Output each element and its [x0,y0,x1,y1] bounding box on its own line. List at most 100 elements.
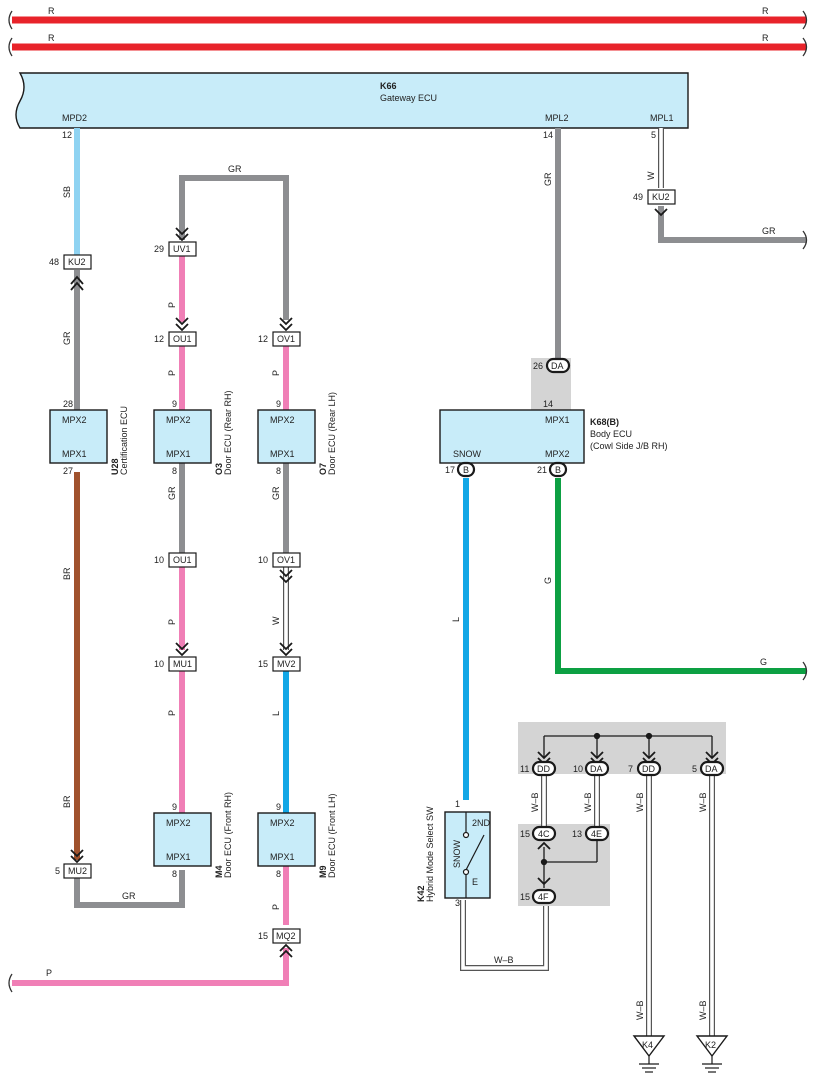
svg-text:DD: DD [642,764,655,774]
svg-text:KU2: KU2 [652,192,670,202]
wire-label: W [271,616,281,625]
svg-text:15: 15 [520,829,530,839]
connector-da: DA 5 [692,751,725,777]
power-line-r-1: R R [8,6,808,30]
connector-4f: 4F 15 [520,877,557,905]
svg-text:O3: O3 [214,463,224,475]
wire-p [12,948,289,986]
svg-text:M9: M9 [318,865,328,878]
ecu-name: Gateway ECU [380,93,437,103]
svg-text:B: B [555,465,561,475]
connector-dd: DD 11 [520,751,557,777]
svg-text:KU2: KU2 [68,257,86,267]
svg-text:5: 5 [55,866,60,876]
svg-text:U28: U28 [110,458,120,475]
svg-text:17: 17 [445,465,455,475]
wire-label: W–B [698,792,708,812]
svg-text:10: 10 [573,764,583,774]
svg-text:E: E [472,877,478,887]
wire-gr [179,175,289,320]
svg-text:10: 10 [258,555,268,565]
svg-text:8: 8 [172,869,177,879]
svg-text:9: 9 [276,399,281,409]
svg-text:B: B [463,465,469,475]
power-line-r-2: R R [8,33,808,57]
wire-label: GR [762,226,776,236]
svg-text:29: 29 [154,244,164,254]
connector-uv1: UV1 29 [154,227,197,257]
svg-text:MPX1: MPX1 [270,852,295,862]
ecu-m9: MPX2 MPX1 9 8 M9 Door ECU (Front LH) [257,793,337,879]
svg-text:M4: M4 [214,865,224,878]
svg-text:MPX2: MPX2 [166,818,191,828]
connector-ku2: KU2 48 [49,254,92,291]
svg-text:21: 21 [537,465,547,475]
wire-gr [74,870,185,908]
svg-text:15: 15 [258,659,268,669]
svg-text:DA: DA [590,764,603,774]
svg-text:12: 12 [258,334,268,344]
connector-dd: DD 7 [628,751,662,777]
svg-text:9: 9 [172,802,177,812]
pin-number: 12 [62,130,72,140]
svg-text:DA: DA [705,764,718,774]
terminal-label: MPL2 [545,113,569,123]
wire-label: P [167,619,177,625]
svg-text:9: 9 [276,802,281,812]
wire-label: BR [62,795,72,808]
svg-text:SNOW: SNOW [453,449,482,459]
junction-bus [540,732,713,888]
connector-b: B 17 [445,461,476,478]
body-ecu-k68: MPX1 SNOW MPX2 14 K68(B) Body ECU (Cowl … [439,399,668,464]
wire-label: GR [228,164,242,174]
wire-label: P [167,710,177,716]
line-break [802,230,808,250]
wire-label: R [48,6,55,16]
wire-label: W–B [494,955,514,965]
svg-text:OV1: OV1 [277,555,295,565]
svg-text:4E: 4E [591,829,602,839]
svg-text:K68(B): K68(B) [590,417,619,427]
svg-text:Door ECU (Rear RH): Door ECU (Rear RH) [223,390,233,475]
svg-text:MU2: MU2 [68,866,87,876]
ecu-o7: MPX2 MPX1 9 8 O7 Door ECU (Rear LH) [257,392,337,476]
svg-text:MPX1: MPX1 [62,449,87,459]
line-break [8,973,13,993]
wire-wb [460,776,715,1036]
svg-text:13: 13 [572,829,582,839]
wire-label: P [167,302,177,308]
svg-text:8: 8 [276,869,281,879]
svg-text:MPX2: MPX2 [270,415,295,425]
svg-text:MPX2: MPX2 [270,818,295,828]
connector-4e: 4E 13 [572,825,610,842]
ecu-id: K66 [380,81,397,91]
svg-text:OU1: OU1 [173,334,192,344]
connector-mq2: MQ2 15 [258,928,301,958]
svg-text:DA: DA [551,361,564,371]
wire-label: P [46,968,52,978]
wire-label: BR [62,567,72,580]
svg-text:K4: K4 [642,1040,653,1050]
svg-text:8: 8 [172,466,177,476]
wire-label: G [760,657,767,667]
ecu-o3: MPX2 MPX1 9 8 O3 Door ECU (Rear RH) [153,390,233,476]
wire-label: L [271,711,281,716]
wire-label: R [48,33,55,43]
svg-text:9: 9 [172,399,177,409]
svg-text:MPX2: MPX2 [166,415,191,425]
svg-text:MPX1: MPX1 [545,415,570,425]
svg-text:MQ2: MQ2 [276,931,296,941]
svg-text:Door ECU (Rear LH): Door ECU (Rear LH) [327,392,337,475]
wire-label: P [167,370,177,376]
wire-label: R [762,33,769,43]
svg-text:4F: 4F [538,892,549,902]
svg-text:DD: DD [537,764,550,774]
svg-text:14: 14 [543,399,553,409]
svg-text:7: 7 [628,764,633,774]
wire-g [555,478,806,674]
ground-k4: K4 [632,1035,666,1073]
connector-ov1: OV1 10 [258,552,301,584]
connector-mu2: MU2 5 [55,849,92,879]
svg-text:(Cowl Side J/B RH): (Cowl Side J/B RH) [590,441,668,451]
svg-text:12: 12 [154,334,164,344]
